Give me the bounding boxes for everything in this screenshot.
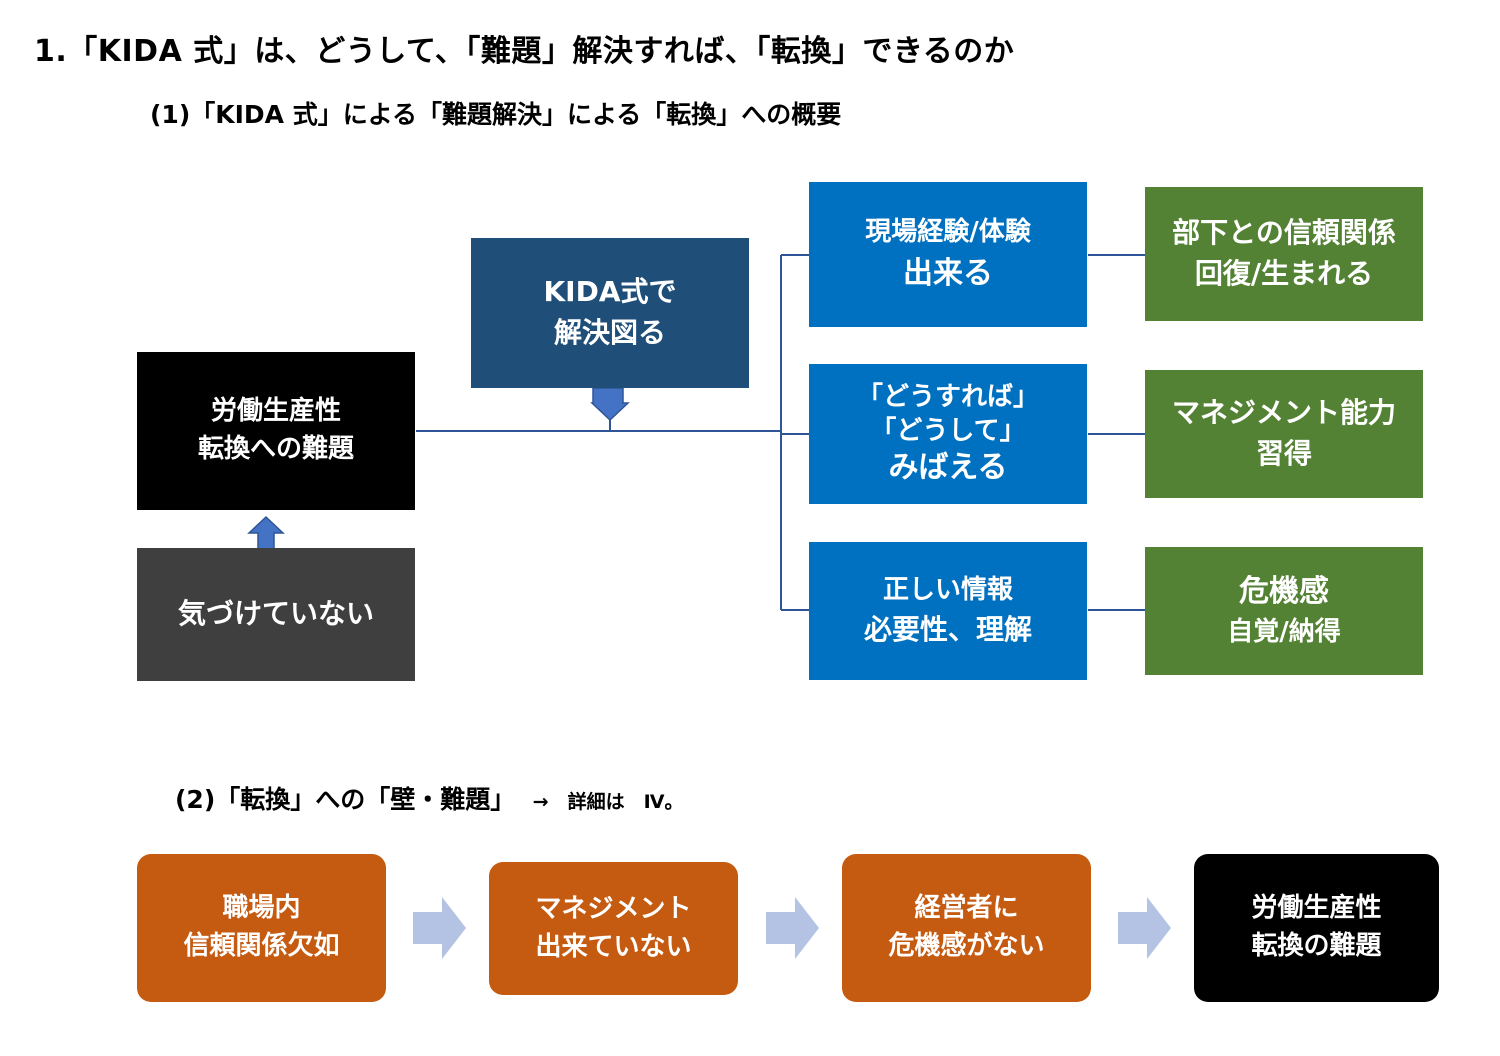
- branch-1-line-2: 出来る: [903, 255, 993, 291]
- unaware-box: 気づけていない: [137, 548, 415, 681]
- kida-line-1: KIDA式で: [543, 275, 677, 309]
- branch-3-line-2: 必要性、理解: [863, 612, 1032, 646]
- kida-box: KIDA式で 解決図る: [471, 238, 749, 388]
- step-3-line-1: 経営者に: [914, 893, 1019, 924]
- branch-1-line-1: 現場経験/体験: [865, 216, 1031, 247]
- result-3-line-2: 自覚/納得: [1227, 616, 1341, 647]
- flow-arrow-icon-1: [413, 897, 466, 959]
- unaware-text: 気づけていない: [177, 597, 374, 631]
- problem-box: 労働生産性 転換への難題: [137, 352, 415, 510]
- step-box-2: マネジメント 出来ていない: [489, 862, 738, 995]
- result-box-1: 部下との信頼関係 回復/生まれる: [1145, 187, 1423, 321]
- result-box-3: 危機感 自覚/納得: [1145, 547, 1423, 675]
- step-4-line-1: 労働生産性: [1251, 893, 1382, 924]
- down-arrow-icon: [590, 387, 630, 422]
- branch-2-line-1: 「どうすれば」: [856, 381, 1039, 412]
- result-1-line-2: 回復/生まれる: [1194, 257, 1374, 290]
- section-1-title: (1)「KIDA 式」による「難題解決」による「転換」への概要: [150, 100, 842, 129]
- section-2-title: (2)「転換」への「壁・難題」 → 詳細は Ⅳ。: [175, 780, 683, 816]
- flow-arrow-icon-3: [1118, 897, 1171, 959]
- up-arrow-icon: [247, 515, 285, 550]
- page-title: 1.「KIDA 式」は、どうして、「難題」解決すれば、「転換」できるのか: [34, 34, 1015, 69]
- section-2-title-text: (2)「転換」への「壁・難題」: [175, 785, 516, 814]
- result-1-line-1: 部下との信頼関係: [1172, 216, 1396, 250]
- section-2-detail-note: → 詳細は Ⅳ。: [532, 791, 684, 813]
- result-3-line-1: 危機感: [1239, 574, 1329, 610]
- problem-line-2: 転換への難題: [197, 434, 354, 464]
- step-1-line-1: 職場内: [222, 893, 301, 924]
- branch-3-line-1: 正しい情報: [882, 574, 1013, 605]
- result-2-line-2: 習得: [1255, 437, 1312, 470]
- step-2-line-1: マネジメント: [535, 893, 692, 924]
- flow-arrow-icon-2: [766, 897, 819, 959]
- step-2-line-2: 出来ていない: [535, 931, 692, 962]
- step-box-1: 職場内 信頼関係欠如: [137, 854, 386, 1002]
- step-3-line-2: 危機感がない: [888, 931, 1045, 961]
- branch-box-3: 正しい情報 必要性、理解: [809, 542, 1087, 680]
- branch-box-2: 「どうすれば」 「どうして」 みばえる: [809, 364, 1087, 504]
- result-2-line-1: マネジメント能力: [1171, 396, 1396, 430]
- branch-2-line-3: みばえる: [888, 450, 1008, 486]
- step-4-line-2: 転換の難題: [1251, 931, 1382, 961]
- kida-line-2: 解決図る: [553, 316, 666, 349]
- step-box-3: 経営者に 危機感がない: [842, 854, 1091, 1002]
- step-1-line-2: 信頼関係欠如: [183, 931, 340, 961]
- branch-box-1: 現場経験/体験 出来る: [809, 182, 1087, 327]
- step-box-4: 労働生産性 転換の難題: [1194, 854, 1439, 1002]
- result-box-2: マネジメント能力 習得: [1145, 370, 1423, 498]
- problem-line-1: 労働生産性: [210, 396, 341, 427]
- branch-2-line-2: 「どうして」: [870, 415, 1026, 446]
